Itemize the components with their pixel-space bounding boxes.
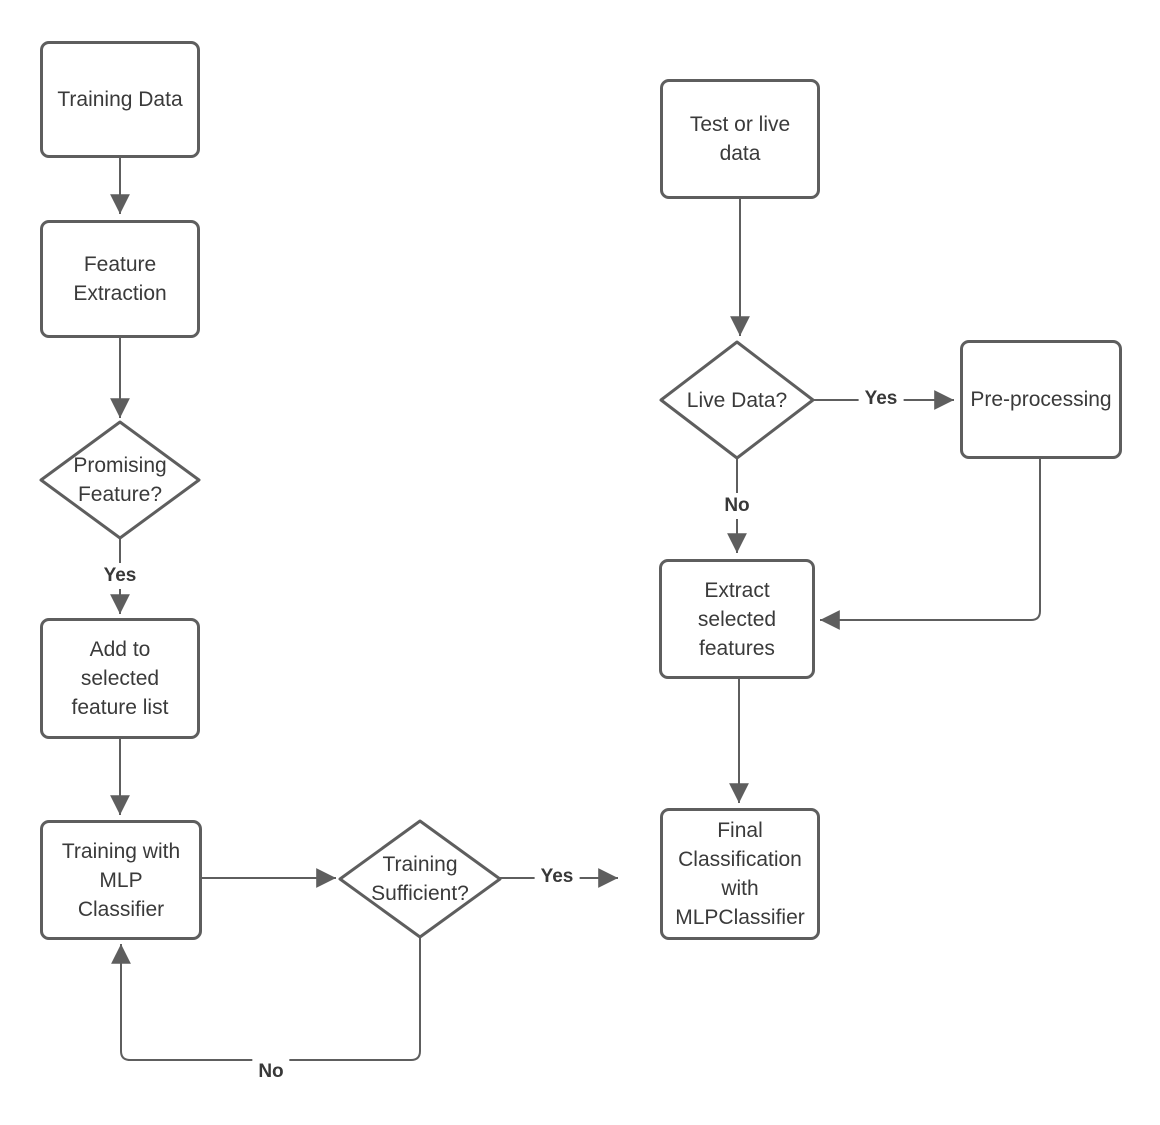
decision-training-sufficient-shape xyxy=(338,819,502,939)
node-add-to-selected-feature-list: Add to selected feature list xyxy=(40,618,200,739)
edge-label-live-data-yes: Yes xyxy=(858,386,904,412)
node-extract-selected-features: Extract selected features xyxy=(659,559,815,679)
node-training-with-mlp-classifier: Training with MLP Classifier xyxy=(40,820,202,940)
node-feature-extraction: Feature Extraction xyxy=(40,220,200,338)
decision-promising-feature-shape xyxy=(39,420,201,540)
edge-label-training-sufficient-no: No xyxy=(252,1059,290,1085)
decision-live-data-shape xyxy=(659,340,815,460)
edge-label-training-sufficient-yes: Yes xyxy=(534,864,580,890)
node-final-classification-mlpclassifier: Final Classification with MLPClassifier xyxy=(660,808,820,940)
node-test-or-live-data: Test or live data xyxy=(660,79,820,199)
edge-label-live-data-no: No xyxy=(718,493,756,519)
node-training-data: Training Data xyxy=(40,41,200,158)
decision-live-data-label: Live Data? xyxy=(686,388,788,412)
arrow-preprocessing-to-extract xyxy=(820,459,1041,630)
decision-promising-feature-label: Promising Feature? xyxy=(73,454,167,506)
arrow-training-sufficient-no-loop xyxy=(111,937,421,1061)
node-pre-processing: Pre-processing xyxy=(960,340,1122,459)
edge-label-promising-yes: Yes xyxy=(97,563,143,589)
decision-training-sufficient-label: Training Sufficient? xyxy=(371,853,469,905)
